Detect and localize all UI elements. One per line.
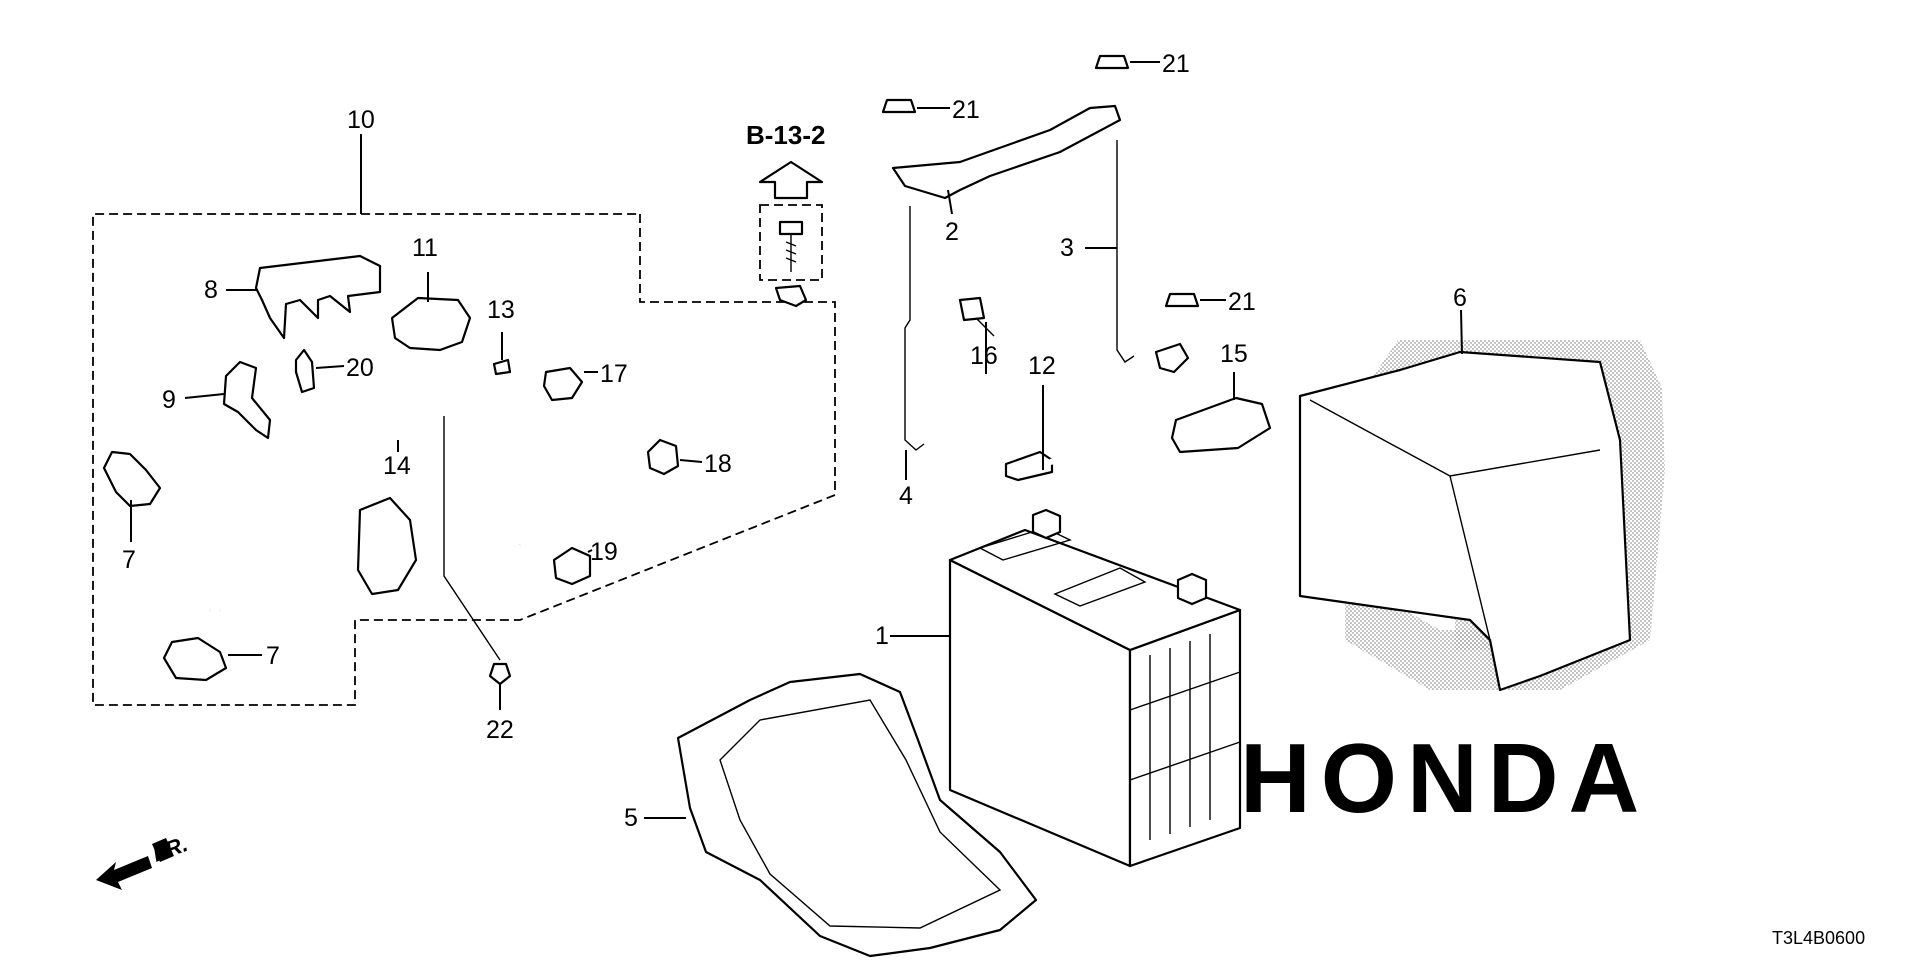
part-18-clip	[646, 438, 680, 476]
part-21-nut-a	[1094, 54, 1130, 70]
part-8-terminal-cover	[254, 254, 382, 340]
part-6-insulator-cover	[1298, 350, 1632, 692]
callout-6: 6	[1453, 284, 1467, 312]
part-19-clip	[552, 546, 592, 586]
front-direction-label: FR.	[149, 831, 191, 867]
part-7-terminal-lower	[162, 636, 228, 682]
part-13-bolt	[492, 358, 512, 376]
callout-21-left: 21	[952, 96, 980, 124]
part-4-rod	[904, 206, 925, 451]
callout-10: 10	[347, 106, 375, 134]
callout-16: 16	[970, 342, 998, 370]
part-12-ground-cable	[1004, 342, 1190, 482]
part-20-clip	[294, 348, 316, 394]
callout-7-upper: 7	[122, 546, 136, 574]
callout-9: 9	[162, 386, 176, 414]
front-direction-arrow-icon	[96, 838, 174, 890]
callout-8: 8	[204, 276, 218, 304]
part-3-rod	[1116, 140, 1135, 363]
part-9-bracket	[222, 360, 272, 440]
callout-7-lower: 7	[266, 642, 280, 670]
callout-4: 4	[899, 482, 913, 510]
callout-11: 11	[412, 234, 438, 262]
callout-3: 3	[1060, 234, 1074, 262]
part-21-nut-b	[881, 98, 917, 114]
callout-22: 22	[486, 716, 514, 744]
diagram-code: T3L4B0600	[1772, 928, 1865, 948]
reference-label: B-13-2	[746, 120, 825, 150]
part-7-terminal-upper	[102, 450, 162, 508]
callout-2: 2	[945, 218, 959, 246]
part-17-clip	[542, 366, 584, 402]
callout-14: 14	[383, 452, 411, 480]
part-2-bracket	[891, 104, 1122, 200]
callout-12: 12	[1028, 352, 1056, 380]
part-22-nut	[488, 662, 512, 686]
part-15-sensor	[1170, 396, 1272, 454]
callout-1: 1	[875, 622, 889, 650]
reference-bolt-box	[759, 204, 823, 281]
reference-up-arrow-icon	[758, 160, 824, 200]
part-5-battery-tray	[676, 672, 1038, 958]
callout-20: 20	[346, 354, 374, 382]
callout-17: 17	[600, 360, 628, 388]
callout-15: 15	[1220, 340, 1248, 368]
part-21-nut-c	[1164, 292, 1200, 308]
callout-5: 5	[624, 804, 638, 832]
part-1-battery	[948, 508, 1242, 868]
callout-21-right: 21	[1228, 288, 1256, 316]
reference-bolt-icon	[778, 220, 804, 272]
part-11-cover	[390, 296, 472, 352]
battery-cable-harness	[161, 284, 808, 619]
callout-13: 13	[487, 296, 515, 324]
callout-18: 18	[704, 450, 732, 478]
part-16-bolt	[958, 296, 995, 337]
callout-21-top: 21	[1162, 50, 1190, 78]
honda-wordmark: HONDA	[1240, 723, 1649, 833]
leader-lines	[130, 61, 1463, 819]
harness-assembly-boundary	[92, 213, 836, 706]
callout-19: 19	[590, 538, 618, 566]
